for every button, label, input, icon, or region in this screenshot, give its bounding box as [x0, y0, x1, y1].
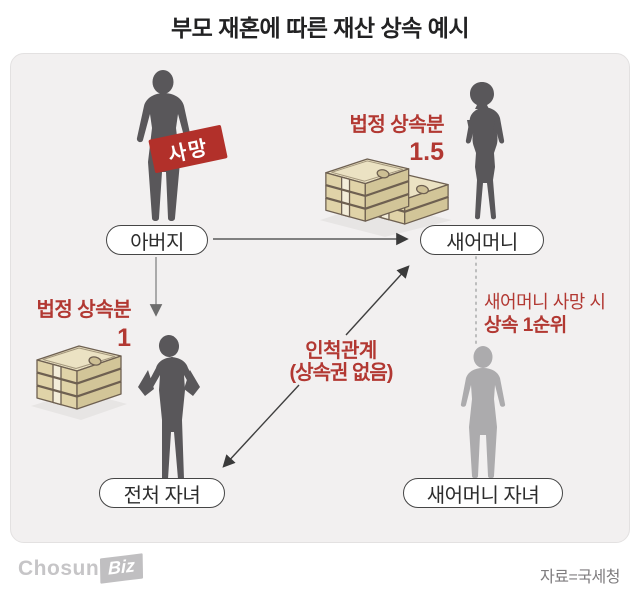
exwife-child-share-value: 1	[117, 324, 131, 352]
exwife-child-share-caption: 법정 상속분	[36, 299, 131, 321]
arrow-relation-lower	[222, 384, 300, 468]
logo-biz-badge: Biz	[100, 553, 144, 584]
exwife-child-silhouette-icon	[127, 334, 214, 482]
source-credit: 자료=국세청	[540, 569, 620, 586]
inherit-note-line2: 상속 1순위	[484, 315, 567, 336]
arrow-relation-upper	[345, 265, 410, 336]
diagram-panel: 사망 법정 상속분 1.5	[10, 53, 630, 543]
father-label-pill: 아버지	[106, 225, 208, 255]
stepmother-label-pill: 새어머니	[420, 225, 544, 255]
inherit-priority-note: 새어머니 사망 시 상속 1순위	[484, 290, 634, 338]
money-stack-small-icon	[27, 334, 131, 422]
chosunbiz-logo: Chosun Biz	[18, 553, 144, 584]
exwife-child-label-pill: 전처 자녀	[99, 478, 225, 508]
inherit-note-line1: 새어머니 사망 시	[484, 292, 606, 312]
relation-note-line1: 인척관계	[305, 340, 377, 362]
exwife-child-share-note: 법정 상속분 1	[36, 296, 131, 352]
relation-note-line2: (상속권 없음)	[289, 362, 394, 384]
connector-arrows	[149, 232, 477, 468]
stepmother-share-caption: 법정 상속분	[349, 114, 444, 136]
stepmother-silhouette-icon	[441, 82, 521, 223]
logo-text: Chosun	[18, 556, 100, 580]
money-stack-large-icon	[316, 147, 456, 238]
stepmother-share-value: 1.5	[409, 138, 444, 166]
relation-note: 인척관계 (상속권 없음)	[246, 340, 436, 384]
stepmother-child-label-pill: 새어머니 자녀	[403, 478, 563, 508]
page-title: 부모 재혼에 따른 재산 상속 예시	[170, 15, 470, 41]
stepmother-share-note: 법정 상속분 1.5	[349, 112, 444, 166]
stepmother-child-silhouette-icon	[441, 346, 526, 479]
